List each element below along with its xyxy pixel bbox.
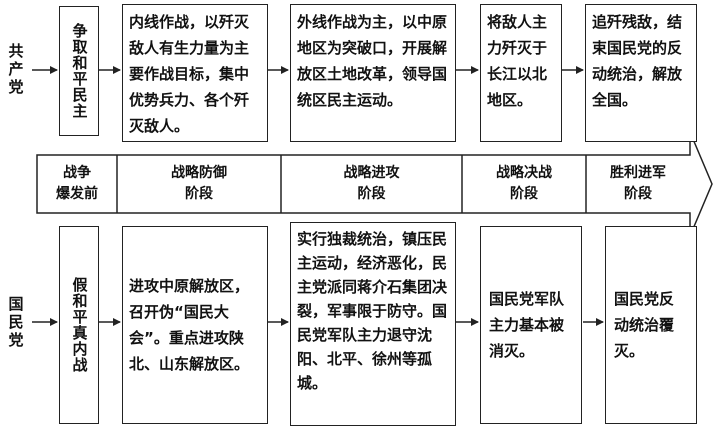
timeline-arrow [36, 131, 713, 237]
stage-label-decisive: 战略决战 阶段 [496, 165, 552, 202]
cpc-box-offense: 外线作战为主，以中原地区为突破口，开展解放区土地改革，领导国统区民主运动。 [290, 4, 456, 142]
party-label-cpc: 共产党 [8, 42, 24, 96]
party-label-kmt: 国民党 [8, 295, 24, 349]
kmt-box-victory: 国民党反动统治覆灭。 [605, 226, 697, 424]
kmt-box-decisive: 国民党军队主力基本被消灭。 [480, 226, 582, 424]
stage-label-prewar: 战争 爆发前 [56, 165, 98, 202]
stage-label-defense: 战略防御 阶段 [171, 165, 227, 202]
cpc-slogan-box: 争取和平民主 [59, 6, 99, 136]
stage-label-victory: 胜利进军 阶段 [610, 165, 666, 202]
stage-label-offense: 战略进攻 阶段 [343, 165, 400, 202]
kmt-box-defense: 进攻中原解放区，召开伪“国民大会”。重点进攻陕北、山东解放区。 [122, 226, 268, 424]
cpc-box-defense: 内线作战，以歼灭敌人有生力量为主要作战目标，集中优势兵力、各个歼灭敌人。 [122, 4, 268, 142]
cpc-box-victory: 追歼残敌，结束国民党的反动统治，解放全国。 [585, 4, 697, 142]
kmt-box-offense: 实行独裁统治，镇压民主运动，经济恶化，民主党派同蒋介石集团决裂，军事限于防守。国… [290, 222, 456, 426]
kmt-slogan-box: 假和平真内战 [59, 226, 99, 424]
cpc-box-decisive: 将敌人主力歼灭于长江以北地区。 [480, 4, 562, 142]
